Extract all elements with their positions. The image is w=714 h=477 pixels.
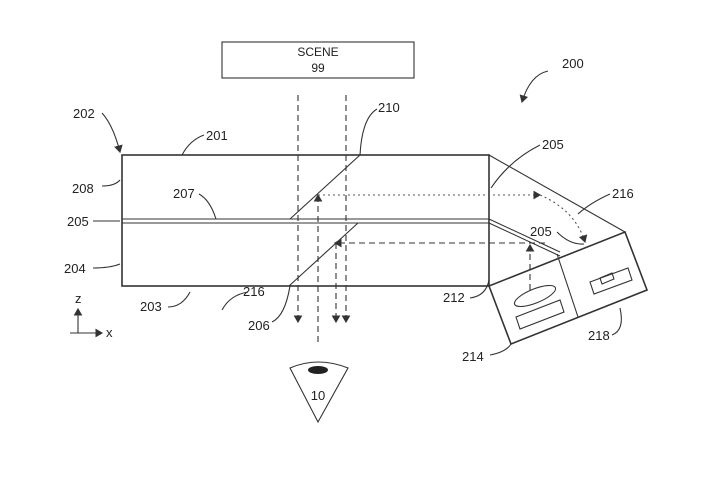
label-207: 207 — [173, 186, 195, 201]
label-216-right: 216 — [612, 186, 634, 201]
projector-housing — [487, 154, 649, 346]
label-201: 201 — [206, 128, 228, 143]
eye-icon: 10 — [289, 361, 349, 424]
waveguide-block — [121, 154, 490, 287]
label-204: 204 — [64, 261, 86, 276]
scene-number: 99 — [311, 61, 325, 75]
reflector-210 — [289, 154, 361, 220]
label-208: 208 — [72, 181, 94, 196]
axis-x-label: x — [106, 325, 113, 340]
label-200: 200 — [562, 56, 584, 71]
eye-label: 10 — [311, 388, 325, 403]
label-210: 210 — [378, 100, 400, 115]
label-202: 202 — [73, 106, 95, 121]
projected-ray-curve — [539, 194, 588, 244]
label-206: 206 — [248, 318, 270, 333]
leader-lines — [92, 70, 622, 356]
axes-indicator: z x — [70, 291, 113, 340]
label-216-bottom: 216 — [243, 284, 265, 299]
scene-box: SCENE 99 — [221, 41, 415, 79]
label-212: 212 — [443, 290, 465, 305]
label-205-projector: 205 — [530, 224, 552, 239]
label-205-top: 205 — [542, 137, 564, 152]
label-205-left: 205 — [67, 214, 89, 229]
label-203: 203 — [140, 299, 162, 314]
scene-title: SCENE — [297, 45, 338, 59]
label-214: 214 — [462, 349, 484, 364]
label-218: 218 — [588, 328, 610, 343]
reflector-206 — [288, 222, 359, 287]
axis-z-label: z — [75, 291, 82, 306]
